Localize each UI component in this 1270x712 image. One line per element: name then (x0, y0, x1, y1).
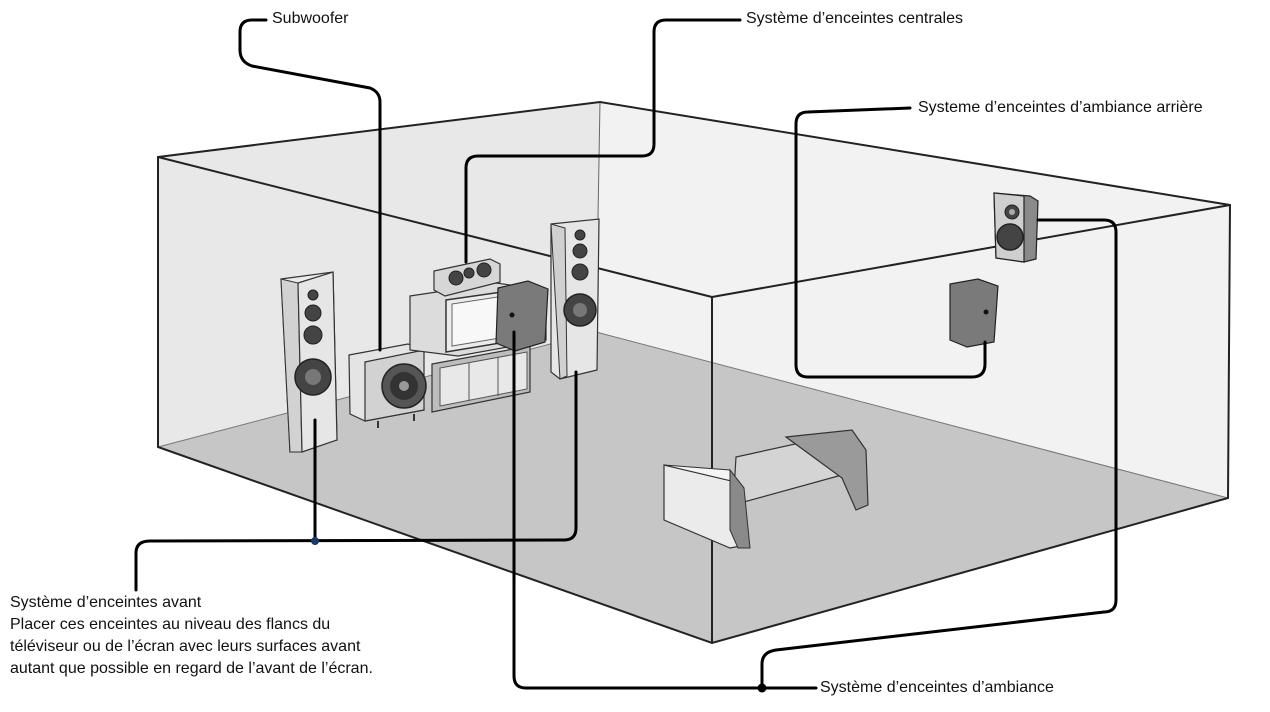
center-leader (464, 18, 742, 264)
front-speaker-title: Système d’enceintes avant (10, 594, 202, 611)
front-speaker-text-line: Placer ces enceintes au niveau des flanc… (10, 616, 331, 633)
surround-speaker (949, 278, 999, 348)
front-left-speaker (280, 271, 338, 453)
front-speaker-text-line: téléviseur ou de l’écran avec leurs surf… (10, 638, 361, 655)
room-edge (711, 204, 1231, 298)
surround-leader (512, 330, 818, 690)
front-junction (311, 537, 319, 545)
rear-surround-leader (760, 218, 1118, 690)
front-surround-speaker (495, 280, 549, 352)
front-speaker-text-line: autant que possible en regard de l’avant… (10, 660, 373, 677)
room-edge (595, 331, 1229, 499)
leader-lines (134, 18, 1118, 690)
rear-surround-label: Systeme d’enceintes d’ambiance arrière (918, 99, 1203, 116)
room-outline (157, 100, 1232, 645)
room-edge (157, 156, 713, 298)
surround-junction (757, 683, 767, 693)
front-speaker-description: Système d’enceintes avant Placer ces enc… (10, 592, 373, 680)
center-speaker-label: Système d’enceintes centrales (746, 10, 963, 27)
rear-surround-label-leader (794, 106, 987, 379)
subwoofer-label: Subwoofer (272, 10, 349, 27)
subwoofer-leader (238, 18, 382, 352)
front-right-speaker (550, 218, 600, 380)
tv-cabinet (431, 345, 531, 413)
rear-surround-speaker (993, 192, 1039, 263)
sofa (663, 429, 869, 549)
surround-label: Système d’enceintes d’ambiance (820, 679, 1054, 696)
subwoofer-speaker (348, 343, 427, 428)
center-speaker (433, 258, 501, 297)
right-wall (596, 102, 1230, 498)
front-leader-right (134, 370, 578, 592)
